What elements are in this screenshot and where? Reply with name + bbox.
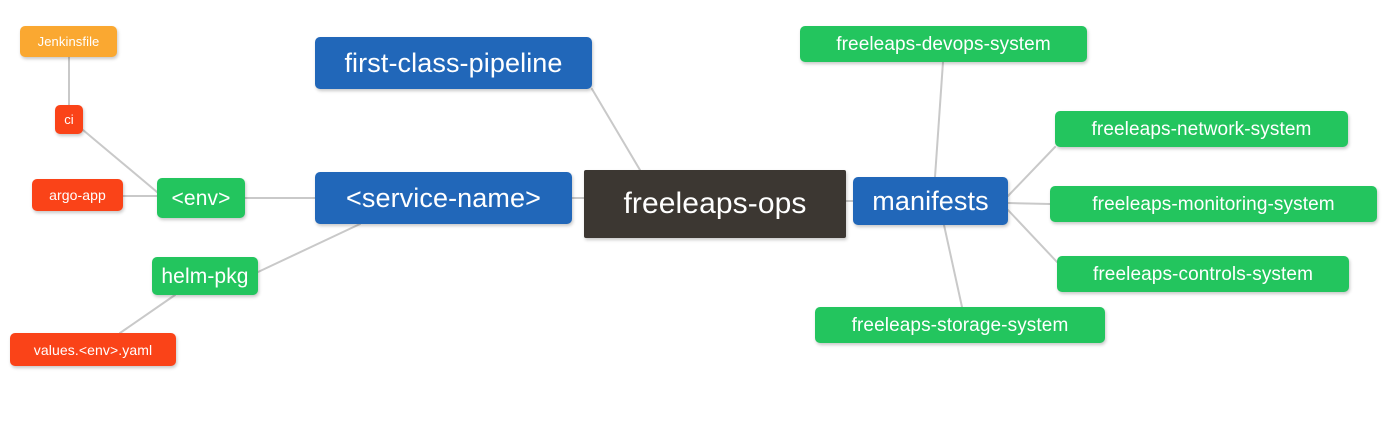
mindmap-node-freeleaps-controls-system[interactable]: freeleaps-controls-system: [1057, 256, 1349, 292]
mindmap-node-values-env-yaml[interactable]: values.<env>.yaml: [10, 333, 176, 366]
edge-manifests-to-freeleaps-monitoring-system: [1007, 202, 1051, 205]
mindmap-node-jenkinsfile[interactable]: Jenkinsfile: [20, 26, 117, 57]
edge-service-name-to-helm-pkg: [257, 223, 361, 273]
mindmap-node-service-name[interactable]: <service-name>: [315, 172, 572, 224]
mindmap-node-argo-app[interactable]: argo-app: [32, 179, 123, 211]
mindmap-node-helm-pkg[interactable]: helm-pkg: [152, 257, 258, 295]
edge-manifests-to-freeleaps-storage-system: [943, 224, 963, 308]
mindmap-node-ci[interactable]: ci: [55, 105, 83, 134]
edge-helm-pkg-to-values-env-yaml: [119, 294, 176, 334]
mindmap-node-env[interactable]: <env>: [157, 178, 245, 218]
mindmap-node-freeleaps-network-system[interactable]: freeleaps-network-system: [1055, 111, 1348, 147]
mindmap-node-freeleaps-storage-system[interactable]: freeleaps-storage-system: [815, 307, 1105, 343]
edge-root-to-first-class-pipeline: [591, 88, 641, 171]
mindmap-node-manifests[interactable]: manifests: [853, 177, 1008, 225]
mindmap-node-first-class-pipeline[interactable]: first-class-pipeline: [315, 37, 592, 89]
mindmap-node-freeleaps-monitoring-system[interactable]: freeleaps-monitoring-system: [1050, 186, 1377, 222]
mindmap-node-root[interactable]: freeleaps-ops: [584, 170, 846, 238]
mindmap-node-freeleaps-devops-system[interactable]: freeleaps-devops-system: [800, 26, 1087, 62]
edge-manifests-to-freeleaps-devops-system: [934, 61, 944, 178]
edge-manifests-to-freeleaps-network-system: [1007, 146, 1056, 197]
